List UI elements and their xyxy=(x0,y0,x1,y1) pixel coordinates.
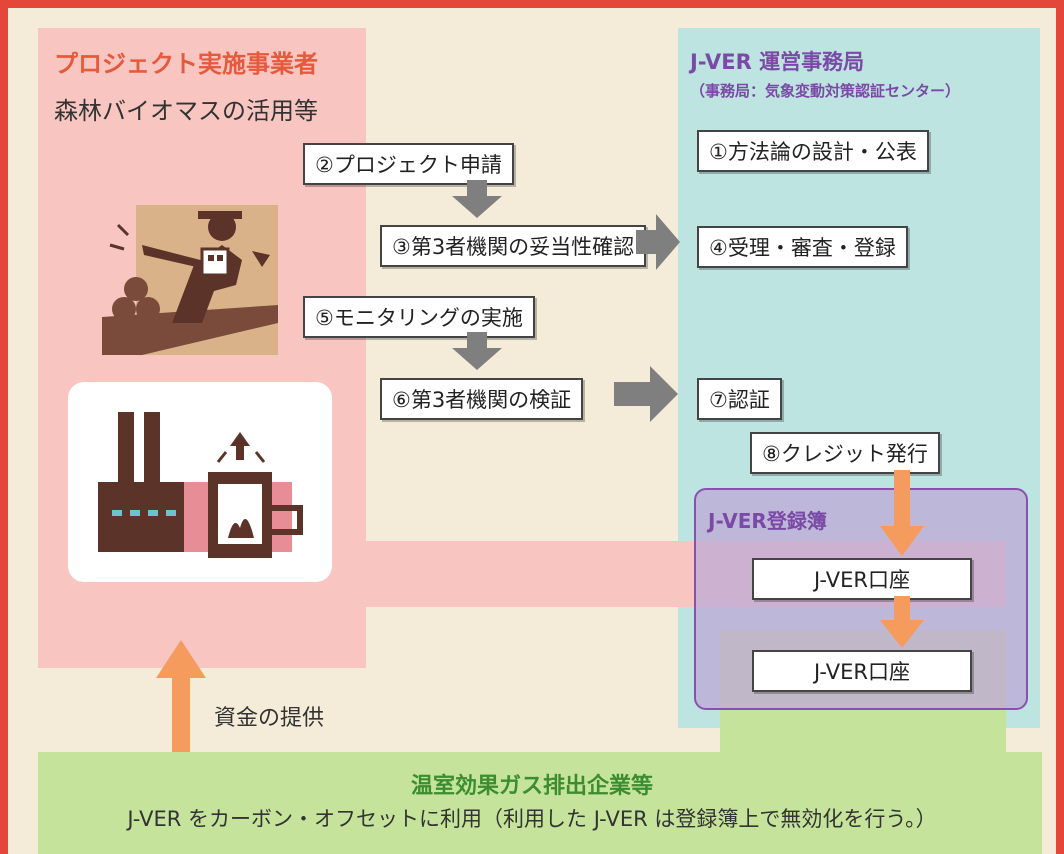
registry-title: J-VER登録簿 xyxy=(708,509,827,533)
funding-label: 資金の提供 xyxy=(214,706,325,731)
factory-boiler-icon xyxy=(98,412,303,558)
arrow-up-funding xyxy=(156,640,206,752)
step6-verification: ⑥第3者機関の検証 xyxy=(380,378,584,420)
emitter-panel xyxy=(38,752,1042,854)
factory-card xyxy=(68,382,332,582)
arrow-down-issuance xyxy=(880,470,924,556)
project-operator-subtitle: 森林バイオマスの活用等 xyxy=(54,97,318,125)
arrow-down-5to6 xyxy=(452,332,502,370)
jver-office-title: J-VER 運営事務局 xyxy=(690,50,865,74)
chainsaw-worker-icon xyxy=(102,205,278,355)
step4-registration: ④受理・審査・登録 xyxy=(697,226,908,268)
emitter-description: J-VER をカーボン・オフセットに利用（利用した J-VER は登録簿上で無効… xyxy=(127,807,937,831)
step7-certification: ⑦認証 xyxy=(697,378,782,420)
step5-monitoring: ⑤モニタリングの実施 xyxy=(303,296,535,338)
step3-validation: ③第3者機関の妥当性確認 xyxy=(380,225,647,267)
arrow-right-3to4 xyxy=(636,214,680,270)
jver-office-subtitle: （事務局：気象変動対策認証センター） xyxy=(690,82,961,100)
step8-credit-issuance: ⑧クレジット発行 xyxy=(750,432,940,474)
step2-project-application: ②プロジェクト申請 xyxy=(303,143,514,185)
jver-account-issuer: J-VER口座 xyxy=(752,558,972,600)
emitter-title: 温室効果ガス排出企業等 xyxy=(410,774,653,799)
jver-account-buyer: J-VER口座 xyxy=(752,650,972,692)
project-operator-title: プロジェクト実施事業者 xyxy=(54,50,318,78)
step1-methodology: ①方法論の設計・公表 xyxy=(697,130,929,172)
arrow-down-2to3 xyxy=(452,180,502,218)
arrow-right-6to7 xyxy=(614,366,678,422)
arrow-down-transfer xyxy=(880,596,924,648)
